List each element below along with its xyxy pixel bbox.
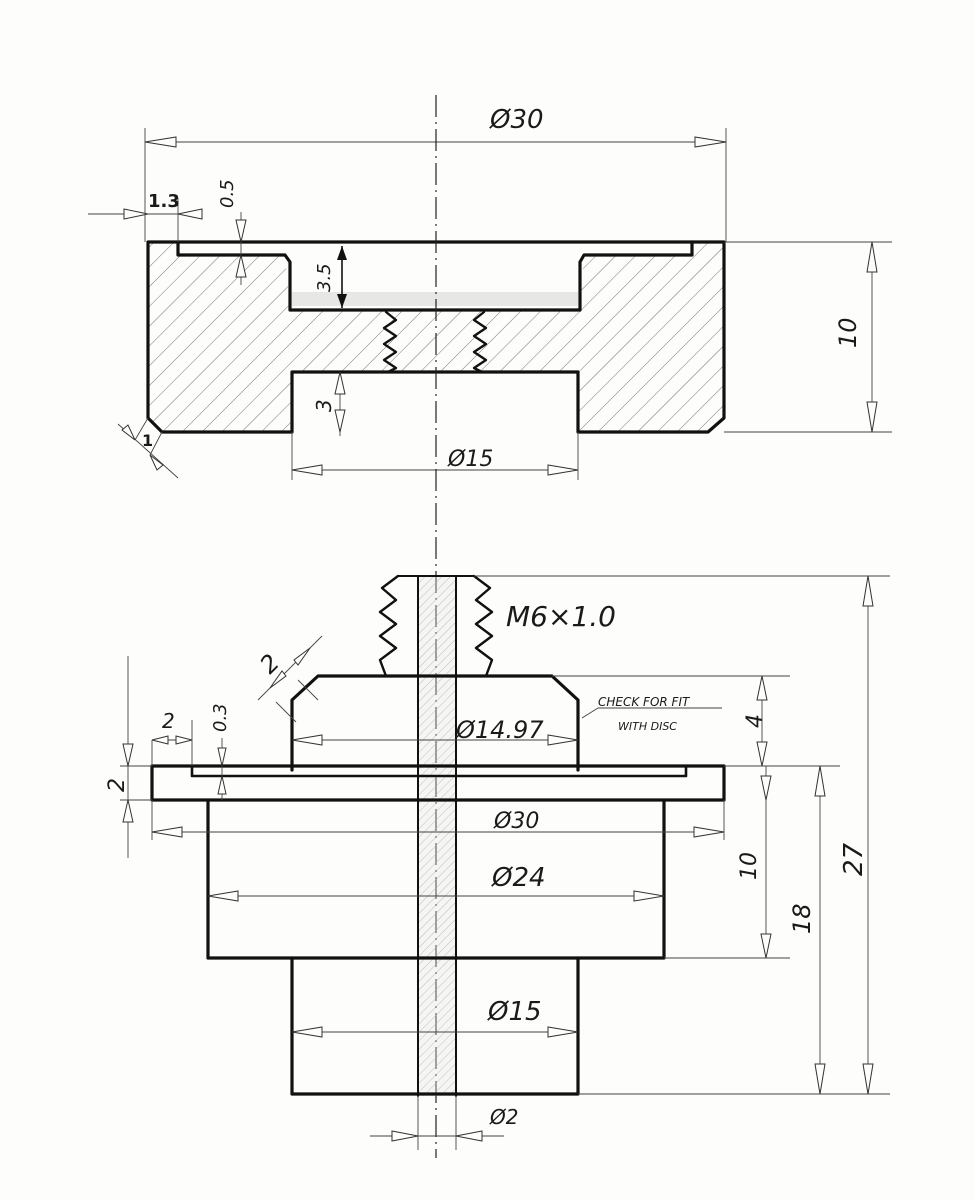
top-dim-recess-depth: 0.5 — [217, 179, 238, 208]
side-dim-shaft-diameter: Ø15 — [487, 997, 542, 1027]
side-dim-hole-diameter: Ø2 — [489, 1105, 518, 1129]
top-view-section: Ø30 1.3 0.5 3.5 10 3 Ø15 — [88, 105, 892, 480]
side-dim-flange-diameter: Ø30 — [493, 809, 539, 834]
side-note-line2: WITH DISC — [618, 720, 677, 733]
side-view: M6×1.0 2 2 0.3 Ø14.97 CHECK FOR FIT WITH… — [105, 574, 890, 1150]
top-view-outline — [146, 240, 726, 434]
side-dim-boss-diameter: Ø14.97 — [455, 716, 544, 744]
side-view-boss — [290, 674, 580, 772]
side-view-flange-recess — [190, 764, 688, 778]
top-view-thread-right — [472, 310, 488, 374]
top-view-recess — [176, 240, 694, 312]
top-dim-bore-depth: 3 — [312, 399, 336, 412]
top-dim-height: 10 — [834, 317, 862, 348]
side-view-thread-left — [378, 574, 400, 678]
side-dim-boss-height: 4 — [743, 714, 768, 728]
side-note-line1: CHECK FOR FIT — [598, 695, 691, 709]
top-dim-pocket-depth: 3.5 — [314, 263, 335, 292]
top-dim-overall-diameter: Ø30 — [489, 105, 544, 135]
side-view-shaft — [290, 956, 580, 1096]
side-dim-flange-thickness: 2 — [105, 778, 130, 792]
top-view-thread-left — [382, 310, 398, 374]
top-view-pocket-shade — [292, 292, 578, 306]
side-dim-step-width: 2 — [162, 709, 175, 733]
side-dim-body-diameter: Ø24 — [491, 863, 546, 893]
side-view-center-hole — [418, 576, 456, 1096]
side-dim-total-height: 27 — [839, 842, 869, 876]
side-dim-body-height: 10 — [737, 852, 762, 880]
side-dim-lower-height: 18 — [788, 903, 816, 934]
top-dim-wall: 1.3 — [148, 191, 180, 212]
side-thread-label: M6×1.0 — [506, 600, 616, 633]
top-dim-chamfer: 1 — [142, 431, 153, 450]
top-dim-bore-diameter: Ø15 — [447, 447, 493, 472]
side-view-body — [206, 798, 666, 960]
side-view-thread-right — [472, 574, 494, 678]
side-dim-step-depth: 0.3 — [210, 703, 231, 732]
